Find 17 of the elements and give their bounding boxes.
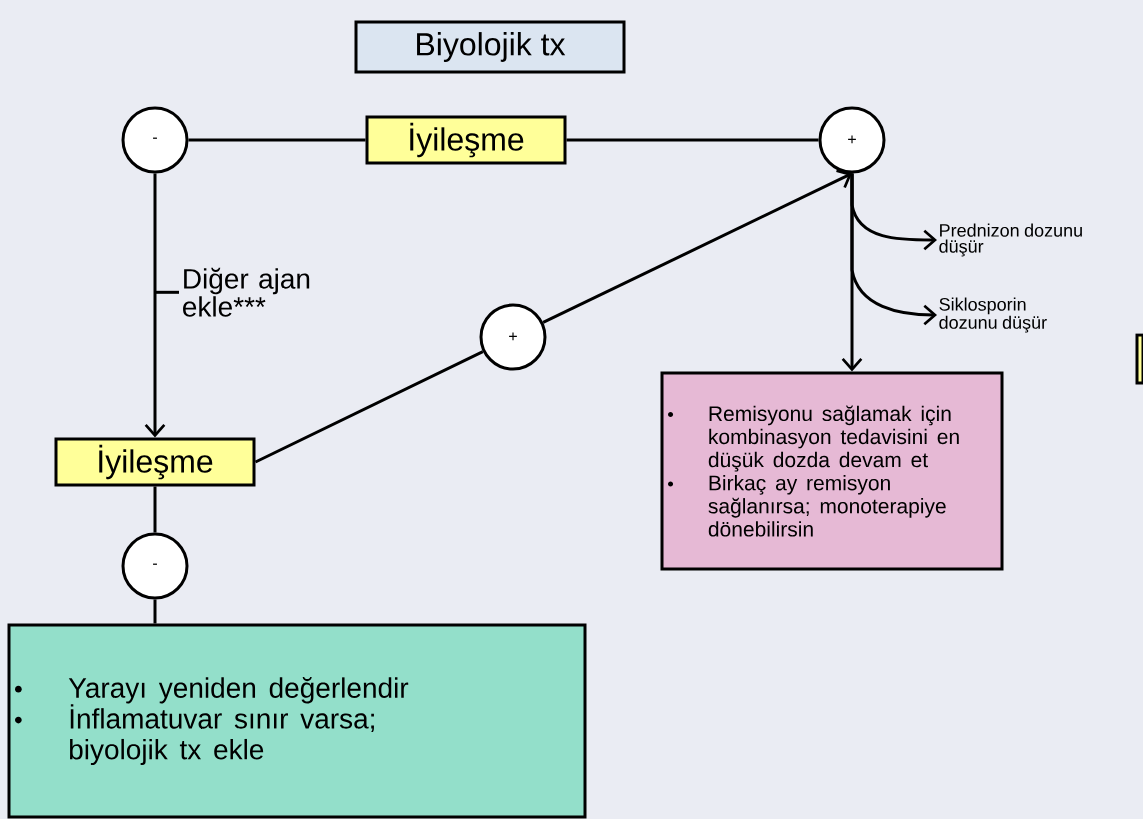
arrow [841, 173, 863, 372]
connector-line [153, 599, 157, 624]
cut-box [1135, 333, 1143, 385]
label-box: İyileşme [54, 437, 256, 487]
note-box: Yarayı yeniden değerlendir İnflamatuvar sınır varsa; biyolojik tx ekle [7, 623, 587, 819]
step-text: Prednizon dozunu düşür [939, 223, 1082, 257]
connector-line [566, 138, 819, 142]
connector-line [254, 350, 484, 464]
note-box: Remisyonu sağlamak için kombinasyon tedavisini en düşük dozda devam et Birkaç ay remisyon sağlanırsa; monoterapiye dönebilirsin [660, 371, 1004, 571]
arrow [144, 173, 166, 438]
label-box: Biyolojik tx [354, 20, 626, 74]
step-text: Siklosporin dozunu düşür [939, 297, 1047, 333]
label-box: İyileşme [365, 115, 567, 165]
connector-line [188, 138, 366, 142]
arrow [542, 169, 852, 324]
edge-label: Diğer ajan ekle*** [155, 267, 310, 317]
connector-line [153, 486, 157, 533]
